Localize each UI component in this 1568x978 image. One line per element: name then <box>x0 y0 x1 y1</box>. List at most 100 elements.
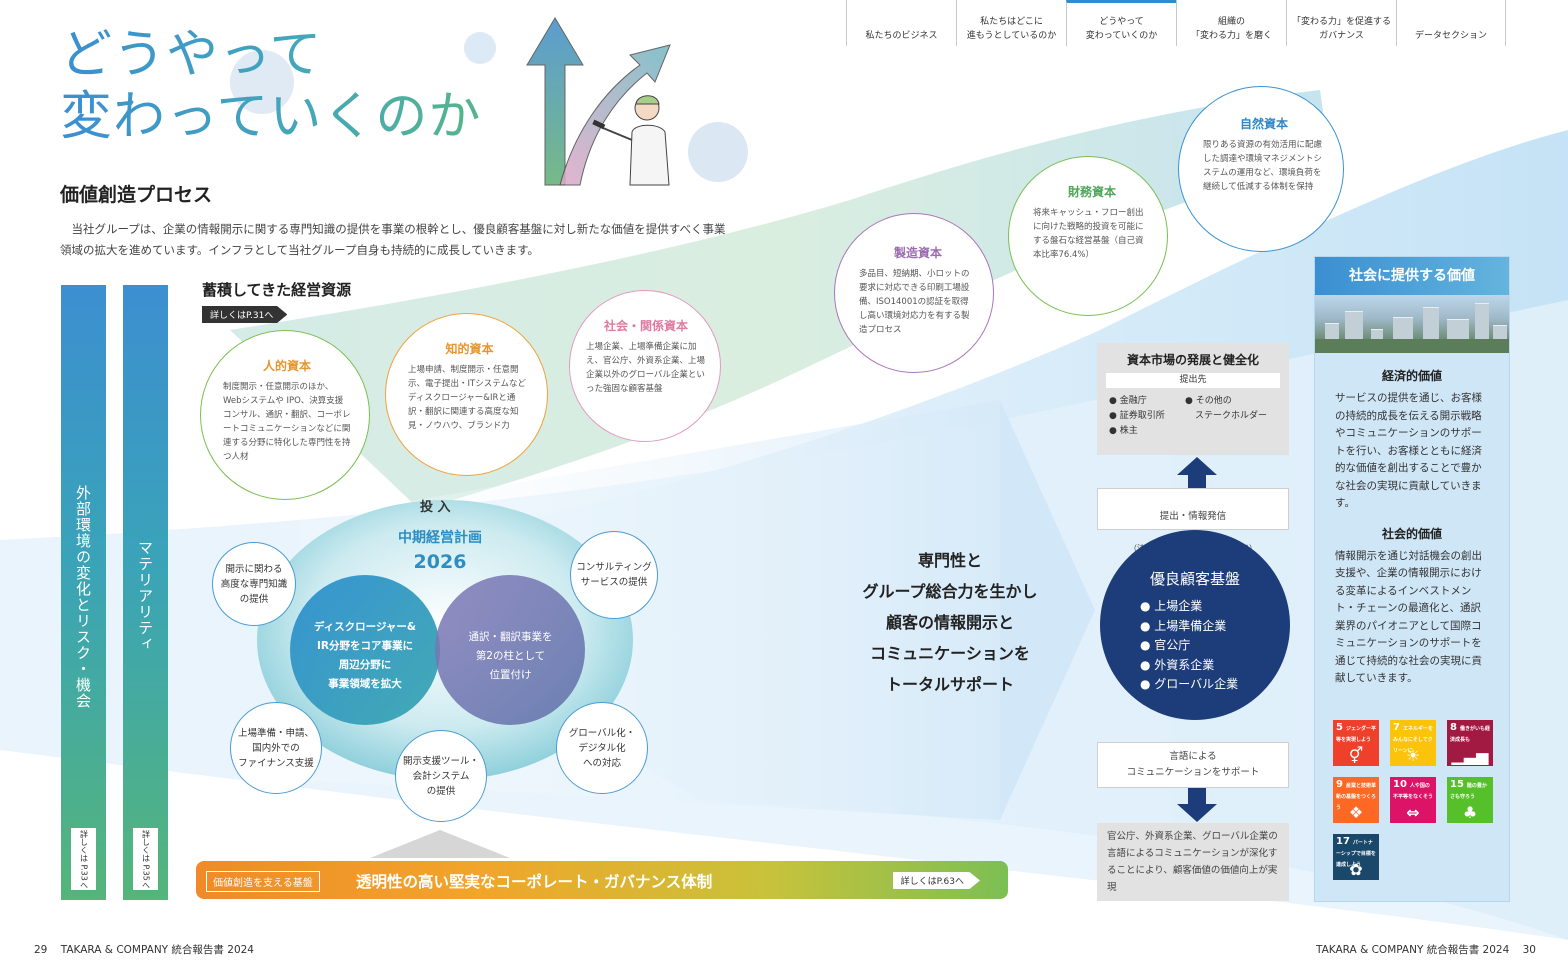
list-item: グローバル企業 <box>1154 677 1239 691</box>
growth-arrows-illustration <box>526 17 671 186</box>
gender-icon: ⚥ <box>1348 746 1364 765</box>
materiality-link[interactable]: 詳しくは P.35へ <box>133 828 158 890</box>
materiality-bar: マテリアリティ 詳しくは P.35へ <box>123 285 168 900</box>
list-item: 外資系企業 <box>1154 657 1215 672</box>
flower-icon: ✿ <box>1349 860 1363 879</box>
plan-second-pillar: 通訳・翻訳事業を 第2の柱として 位置付け <box>468 631 553 681</box>
page-title: どうやって 変わっていくのか <box>60 25 482 147</box>
tab-how-change[interactable]: どうやって 変わっていくのか <box>1066 0 1176 46</box>
city-photo <box>1315 295 1509 353</box>
language-support-label: 言語による コミュニケーションをサポート <box>1097 742 1289 788</box>
manufactured-capital-title: 製造資本 <box>893 246 942 260</box>
external-environment-link[interactable]: 詳しくは P.33へ <box>71 828 96 890</box>
natural-capital-body: 限りある資源の有効活用に配慮した調達や環境マネジメントシステムの運用など、環境負… <box>1203 140 1323 192</box>
human-capital-title: 人的資本 <box>262 359 311 373</box>
human-capital-circle: 人的資本 制度開示・任意開示のほか、Webシステムや IPO、決算支援コンサル、… <box>200 330 370 500</box>
submission-list-1: ● 金融庁 ● 証券取引所 ● 株主 <box>1109 396 1165 436</box>
tab-where-heading[interactable]: 私たちはどこに 進もうとしているのか <box>956 0 1066 46</box>
natural-capital-circle: 自然資本 限りある資源の有効活用に配慮した調達や環境マネジメントシステムの運用な… <box>1178 86 1344 252</box>
footer-left: 29 TAKARA & COMPANY 統合報告書 2024 <box>34 942 254 957</box>
submission-destination-label: 提出先 <box>1106 373 1280 388</box>
intellectual-capital-circle: 知的資本 上場申請、制度開示・任意開示、電子提出・ITシステムなどディスクロージ… <box>385 313 548 476</box>
sdg-number: 10 <box>1393 779 1407 790</box>
sdg-label: パートナーシップで目標を達成しよう <box>1336 840 1376 868</box>
list-item: 官公庁 <box>1154 638 1191 652</box>
sdg-number: 17 <box>1336 836 1350 847</box>
customer-base-title: 優良顧客基盤 <box>1149 570 1240 588</box>
sdg-number: 8 <box>1450 722 1457 733</box>
economic-value-title: 経済的価値 <box>1381 369 1442 383</box>
social-capital-body: 上場企業、上場準備企業に加え、官公庁、外資系企業、上場企業以外のグローバル企業と… <box>586 342 706 394</box>
section-title: 価値創造プロセス <box>60 184 213 206</box>
social-value-title: 社会に提供する価値 <box>1315 257 1509 295</box>
governance-link[interactable]: 詳しくはP.63へ <box>892 872 980 889</box>
social-value-body: 情報開示を通じ対話機会の創出支援や、企業の情報開示における変革によるインベストメ… <box>1335 549 1482 685</box>
manufactured-capital-circle: 製造資本 多品目、短納期、小ロットの要求に対応できる印刷工場設備、ISO1400… <box>834 213 994 373</box>
capital-market-title: 資本市場の発展と健全化 <box>1126 353 1259 367</box>
financial-capital-body: 将来キャッシュ・フロー創出に向けた戦略的投資を可能にする盤石な経営基盤（自己資本… <box>1033 208 1144 260</box>
equality-icon: ⇔ <box>1406 803 1420 822</box>
sdg-label: 産業と技術革新の基盤をつくろう <box>1336 783 1377 811</box>
tab-organization[interactable]: 組織の 「変わる力」を磨く <box>1176 0 1286 46</box>
social-capital-circle: 社会・関係資本 上場企業、上場準備企業に加え、官公庁、外資系企業、上場企業以外の… <box>569 290 721 442</box>
footer-left-text: TAKARA & COMPANY 統合報告書 2024 <box>60 944 254 956</box>
resources-link[interactable]: 詳しくはP.31へ <box>202 306 288 323</box>
external-environment-label: 外部環境の変化とリスク・機会 <box>74 485 92 709</box>
capital-market-box: 資本市場の発展と健全化 提出先 ● 金融庁 ● 証券取引所 ● 株主 ● その他… <box>1097 343 1289 455</box>
sdg-number: 7 <box>1393 722 1400 733</box>
plan-year: 2026 <box>413 551 467 573</box>
intro-paragraph: 当社グループは、企業の情報開示に関する専門知識の提供を事業の根幹とし、優良顧客基… <box>60 222 726 257</box>
submission-label: 提出・情報発信 <box>1159 511 1227 522</box>
service-consulting: コンサルティング サービスの提供 <box>570 531 658 619</box>
tree-icon: ♣ <box>1462 803 1478 822</box>
input-label: 投 入 <box>420 500 451 515</box>
sdg-label: 人や国の不平等をなくそう <box>1393 783 1434 800</box>
manufactured-capital-body: 多品目、短納期、小ロットの要求に対応できる印刷工場設備、ISO14001の認証を… <box>859 269 970 335</box>
economic-value-body: サービスの提供を通じ、お客様の持続的成長を伝える開示戦略やコミュニケーションのサ… <box>1335 392 1482 509</box>
customer-base-circle: 優良顧客基盤 ● 上場企業 ● 上場準備企業 ● 官公庁 ● 外資系企業 ● グ… <box>1100 530 1290 720</box>
list-item: ステークホルダー <box>1195 411 1268 421</box>
up-arrow-icon <box>1177 457 1217 491</box>
list-item: 上場準備企業 <box>1154 618 1227 633</box>
service-expertise: 開示に関わる 高度な専門知識 の提供 <box>212 542 296 626</box>
sdg-label: ジェンダー平等を実現しよう <box>1336 726 1376 743</box>
page-number-left: 29 <box>34 944 48 956</box>
social-value-subtitle: 社会的価値 <box>1381 526 1442 541</box>
natural-capital-title: 自然資本 <box>1239 117 1288 131</box>
sdg-number: 15 <box>1450 779 1464 790</box>
growth-chart-icon: ▁▃▅ <box>1451 746 1489 765</box>
submission-box: 提出・情報発信 （法定開示・適時開示・任意開示） <box>1097 488 1289 553</box>
chapter-tabs: 私たちのビジネス 私たちはどこに 進もうとしているのか どうやって 変わっていく… <box>846 0 1506 46</box>
tab-our-business[interactable]: 私たちのビジネス <box>846 0 956 46</box>
sun-icon: ☀ <box>1405 746 1421 765</box>
list-item: その他の <box>1195 396 1232 406</box>
list-item: 上場企業 <box>1154 599 1203 613</box>
sdg-label: エネルギーをみんなにそしてクリーンに <box>1393 726 1433 754</box>
service-tools: 開示支援ツール・ 会計システム の提供 <box>395 730 487 822</box>
human-capital-body: 制度開示・任意開示のほか、Webシステムや IPO、決算支援コンサル、通訳・翻訳… <box>223 382 351 462</box>
down-arrow-icon <box>1177 788 1217 822</box>
footer-right-text: TAKARA & COMPANY 統合報告書 2024 <box>1316 944 1510 956</box>
service-global: グローバル化・ デジタル化 への対応 <box>556 702 648 794</box>
total-support-text: 専門性と グループ総合力を生かし 顧客の情報開示と コミュニケーションを トータ… <box>862 551 1038 694</box>
sdg-label: 陸の豊かさも守ろう <box>1450 783 1487 800</box>
financial-capital-title: 財務資本 <box>1067 185 1116 199</box>
tab-data-section[interactable]: データセクション <box>1396 0 1506 46</box>
plan-core-business: ディスクロージャー& IR分野をコア事業に 周辺分野に 事業領域を拡大 <box>313 621 417 690</box>
list-item: 金融庁 <box>1119 396 1147 406</box>
governance-text: 透明性の高い堅実なコーポレート・ガバナンス体制 <box>356 873 713 891</box>
governance-bar: 価値創造を支える基盤 透明性の高い堅実なコーポレート・ガバナンス体制 詳しくはP… <box>196 861 1008 899</box>
resources-heading: 蓄積してきた経営資源 <box>202 281 352 299</box>
submission-list-2: ● その他の ステークホルダー <box>1185 394 1267 439</box>
list-item: 証券取引所 <box>1119 411 1165 421</box>
footer-right: TAKARA & COMPANY 統合報告書 2024 30 <box>1316 942 1536 957</box>
page-number-right: 30 <box>1522 944 1536 956</box>
tab-governance[interactable]: 「変わる力」を促進する ガバナンス <box>1286 0 1396 46</box>
service-finance: 上場準備・申請、 国内外での ファイナンス支援 <box>230 702 322 794</box>
